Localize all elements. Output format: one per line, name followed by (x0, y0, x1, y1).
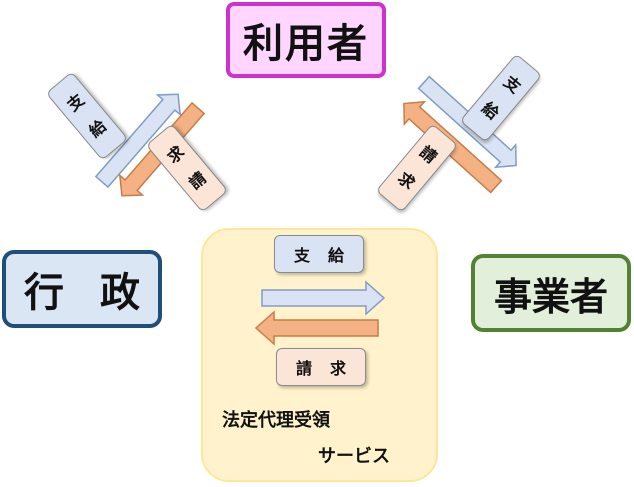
center-claim-chip: 請求 (276, 348, 366, 386)
center-pay-char-1: 支 (293, 246, 310, 265)
center-claim-char-2: 求 (330, 359, 347, 378)
government-label-2: 政 (100, 270, 140, 316)
government-label-1: 行 (24, 270, 64, 316)
center-claim-char-1: 請 (295, 359, 312, 378)
government-node: 行政 (2, 250, 162, 328)
center-pay-chip: 支給 (274, 235, 364, 273)
business-label: 事業者 (493, 274, 608, 319)
center-pay-char-2: 給 (328, 246, 345, 265)
center-claim-arrow (254, 310, 379, 346)
center-caption-line1: 法定代理受領 (222, 410, 330, 431)
center-caption-line2: サービス (318, 446, 390, 467)
center-pay-arrow (261, 280, 386, 316)
user-node: 利用者 (226, 2, 386, 78)
user-label: 利用者 (243, 21, 369, 67)
business-node: 事業者 (471, 254, 631, 332)
